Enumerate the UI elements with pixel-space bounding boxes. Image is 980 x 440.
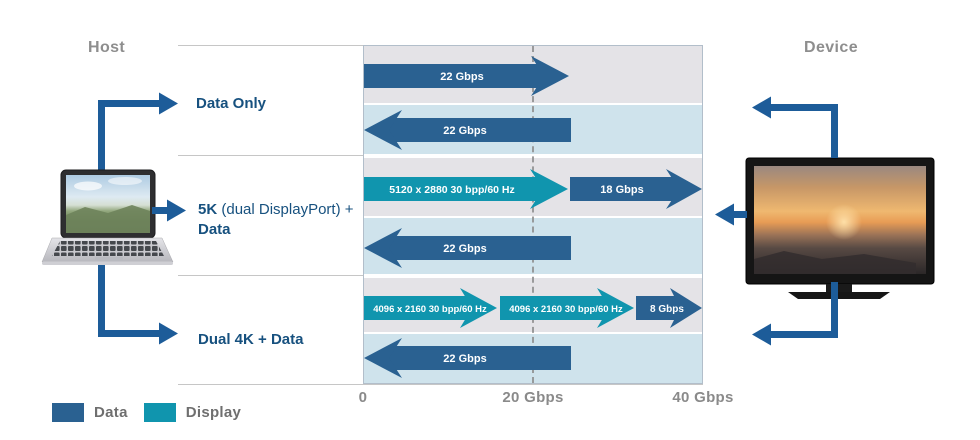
device-arrowhead-bottom-icon <box>752 323 771 346</box>
host-arrowhead-top-icon <box>159 92 178 115</box>
arrow-row3-display-right-2: 4096 x 2160 30 bpp/60 Hz <box>500 288 634 328</box>
20gbps-dashed-line <box>532 46 534 383</box>
arrow-row2-display-right: 5120 x 2880 30 bpp/60 Hz <box>364 169 568 209</box>
legend-label-data: Data <box>94 404 128 421</box>
device-label: Device <box>804 39 858 56</box>
arrow-label: 8 Gbps <box>650 304 684 315</box>
monitor-stand-base <box>788 292 890 299</box>
arrow-label: 22 Gbps <box>440 71 483 83</box>
laptop-bottom-edge <box>42 261 173 265</box>
monitor-stand-neck <box>826 284 852 292</box>
legend-label-display: Display <box>185 404 242 421</box>
arrow-label: 4096 x 2160 30 bpp/60 Hz <box>509 304 623 315</box>
arrow-row1-data-right: 22 Gbps <box>364 56 569 96</box>
hills-shape <box>66 205 150 233</box>
arrow-row3-data-right: 8 Gbps <box>636 288 702 328</box>
arrow-row2-data-left: 22 Gbps <box>364 228 571 268</box>
row-label-5k-mid: (dual DisplayPort) + <box>221 201 354 218</box>
row-label-dual-4k: Dual 4K + Data <box>198 331 304 348</box>
arrow-label: 5120 x 2880 30 bpp/60 Hz <box>389 184 515 196</box>
axis-tick-0: 0 <box>358 389 368 406</box>
axis-tick-40: 40 Gbps <box>672 389 734 406</box>
row-label-data-only: Data Only <box>196 95 267 112</box>
legend-swatch-data <box>52 403 84 422</box>
arrow-label: 4096 x 2160 30 bpp/60 Hz <box>373 304 487 315</box>
axis-tick-20: 20 Gbps <box>502 389 564 406</box>
arrow-row1-data-left: 22 Gbps <box>364 110 571 150</box>
arrow-label: 18 Gbps <box>600 184 643 196</box>
row-label-5k: 5K (dual DisplayPort) + Data <box>198 200 354 240</box>
arrow-row3-data-left: 22 Gbps <box>364 338 571 378</box>
cloud-shape <box>74 181 102 191</box>
legend-swatch-display <box>143 403 176 422</box>
host-arrowhead-middle-icon <box>167 199 186 222</box>
device-connector-top-path <box>770 104 838 158</box>
device-arrowhead-top-icon <box>752 96 771 119</box>
bandwidth-chart-panel: 22 Gbps 22 Gbps 5120 x 2880 30 bpp/60 Hz… <box>363 45 703 384</box>
arrow-label: 22 Gbps <box>443 125 486 137</box>
laptop-trackpad <box>95 257 123 262</box>
arrow-row2-data-right: 18 Gbps <box>570 169 702 209</box>
arrow-label: 22 Gbps <box>443 353 486 365</box>
axis-baseline <box>178 384 703 385</box>
host-label: Host <box>88 39 126 56</box>
arrow-label: 22 Gbps <box>443 243 486 255</box>
host-arrowhead-bottom-icon <box>159 322 178 345</box>
laptop-image <box>41 169 174 265</box>
device-connector-bottom-path <box>770 282 838 338</box>
arrow-row3-display-right-1: 4096 x 2160 30 bpp/60 Hz <box>364 288 497 328</box>
rocks-shape <box>754 251 916 274</box>
bandwidth-arrows: 22 Gbps 22 Gbps 5120 x 2880 30 bpp/60 Hz… <box>364 56 702 378</box>
legend: Data Display <box>52 403 257 422</box>
monitor-image <box>745 157 935 299</box>
cloud-shape <box>108 177 142 185</box>
row-label-5k-line2: Data <box>198 221 231 238</box>
sun-shape <box>826 204 862 240</box>
laptop-keys <box>52 241 164 256</box>
device-arrowhead-middle-icon <box>715 203 734 226</box>
row-label-5k-bold: 5K <box>198 201 218 218</box>
